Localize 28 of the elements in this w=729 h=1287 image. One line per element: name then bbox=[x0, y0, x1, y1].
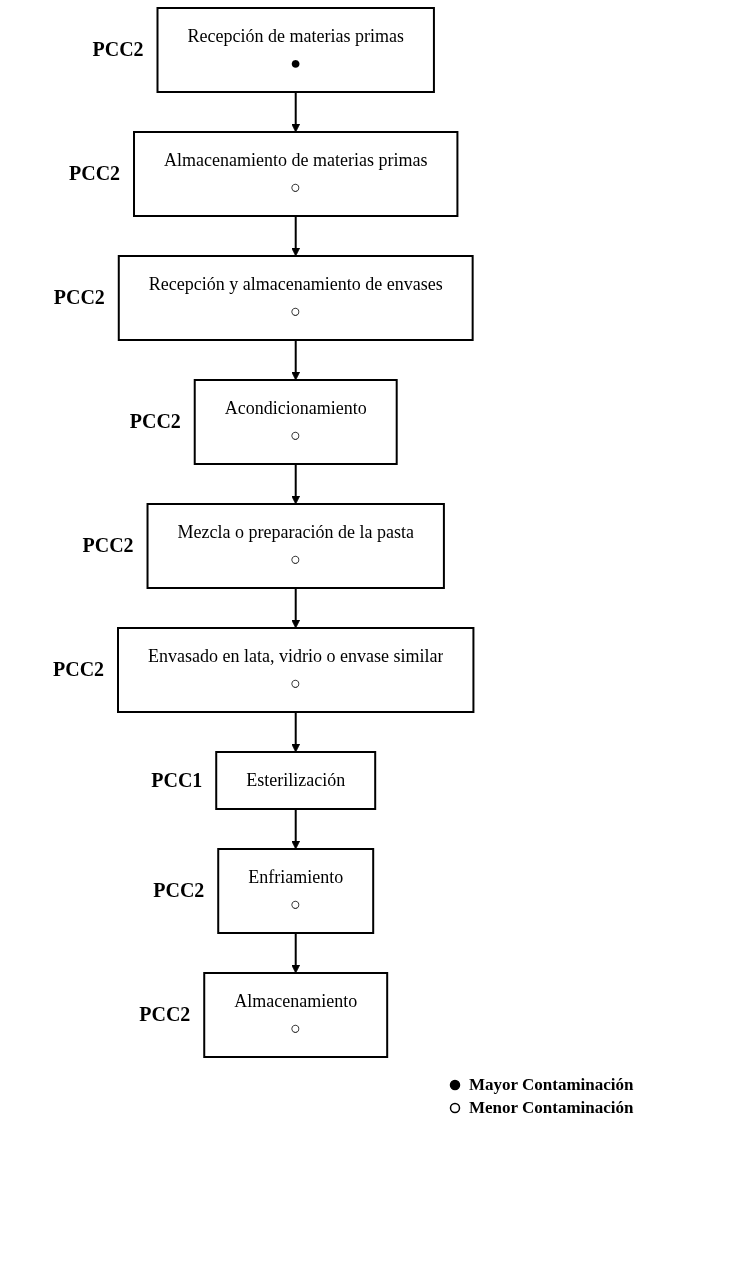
arrow bbox=[291, 215, 301, 257]
legend-text: Mayor Contaminación bbox=[469, 1075, 634, 1095]
legend-text: Menor Contaminación bbox=[469, 1098, 634, 1118]
node-box: Esterilización bbox=[215, 751, 377, 810]
arrow bbox=[291, 587, 301, 629]
node-box: Mezcla o preparación de la pasta ○ bbox=[146, 503, 445, 589]
pcc-label: PCC1 bbox=[151, 768, 203, 792]
node-box: Almacenamiento de materias primas ○ bbox=[133, 131, 459, 217]
arrow bbox=[291, 91, 301, 133]
arrow bbox=[291, 711, 301, 753]
node-box: Envasado en lata, vidrio o envase similar ○ bbox=[117, 627, 475, 713]
arrow bbox=[291, 808, 301, 850]
arrow bbox=[291, 339, 301, 381]
node-box: Almacenamiento ○ bbox=[203, 972, 389, 1058]
node-box: Acondicionamiento ○ bbox=[193, 379, 398, 465]
pcc-label: PCC2 bbox=[69, 162, 121, 185]
node-box: Recepción y almacenamiento de envases ○ bbox=[117, 255, 474, 341]
pcc-label: PCC2 bbox=[139, 1003, 191, 1026]
pcc-label: PCC2 bbox=[53, 286, 105, 309]
pcc-label: PCC2 bbox=[82, 534, 134, 557]
arrow bbox=[291, 463, 301, 505]
node-box: Enfriamiento ○ bbox=[217, 848, 375, 934]
pcc-label: PCC2 bbox=[129, 410, 181, 433]
arrow bbox=[291, 932, 301, 974]
pcc-label: PCC2 bbox=[92, 38, 144, 61]
pcc-label: PCC2 bbox=[53, 658, 105, 681]
node-box: Recepción de materias primas ● bbox=[156, 7, 435, 93]
pcc-label: PCC2 bbox=[153, 879, 205, 902]
